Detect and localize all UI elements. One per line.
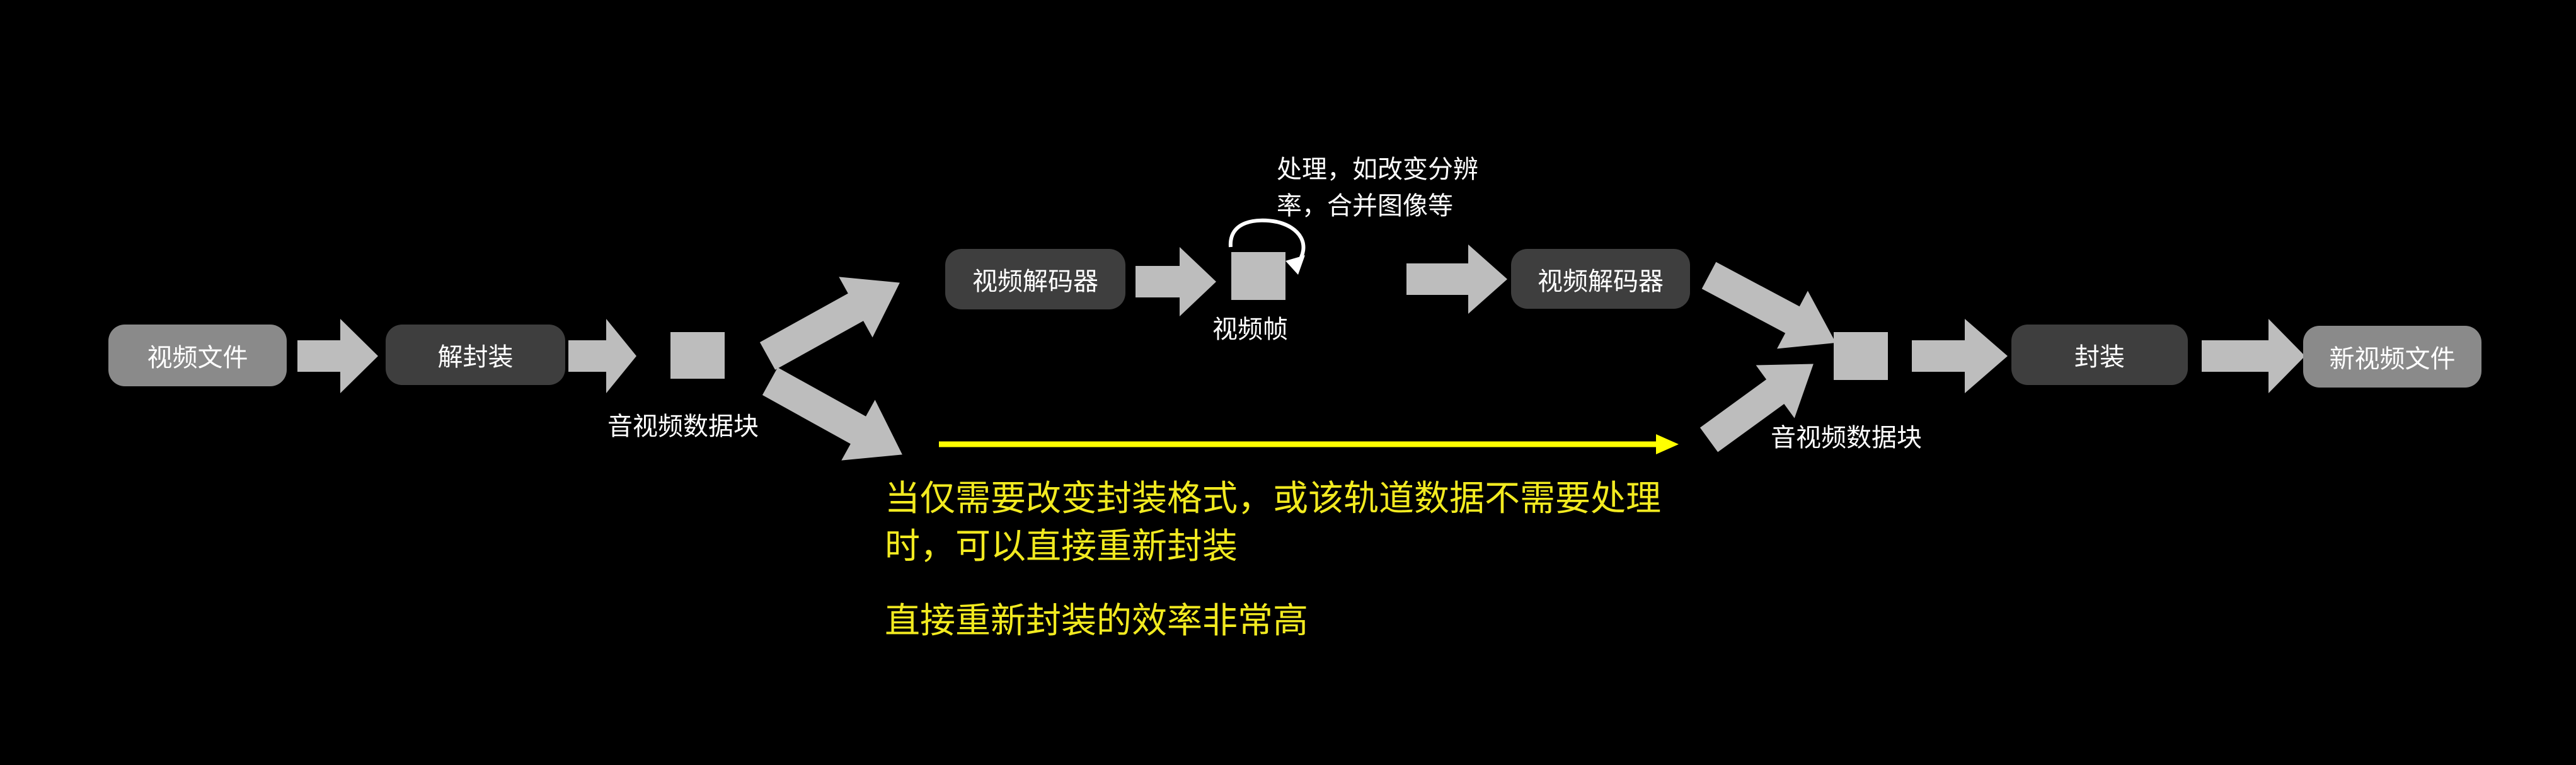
encoder-node: 视频解码器 xyxy=(1511,249,1690,309)
demux-node: 解封装 xyxy=(386,325,565,385)
arrow-encoder-to-packets xyxy=(1701,262,1836,349)
arrow-packets-to-remux xyxy=(762,367,902,461)
arrow-packets-to-decoder xyxy=(759,277,900,370)
arrow-packets-to-mux xyxy=(1912,319,2008,393)
arrow-decoder-to-frame xyxy=(1136,247,1216,316)
packet-block-left xyxy=(670,332,725,379)
packets-label-left: 音视频数据块 xyxy=(607,412,759,441)
mux-node: 封装 xyxy=(2011,325,2188,385)
packets-label-right: 音视频数据块 xyxy=(1771,423,1922,452)
output-file-node: 新视频文件 xyxy=(2303,326,2481,388)
arrow-demux-to-packets xyxy=(568,319,636,393)
shortcut-remux-arrow xyxy=(939,434,1679,454)
arrow-file-to-demux xyxy=(297,319,378,393)
processing-loop-arrow xyxy=(1228,218,1306,275)
arrow-processing-to-encoder xyxy=(1406,244,1507,314)
remux-note-line1: 当仅需要改变封装格式，或该轨道数据不需要处理 xyxy=(885,478,1661,519)
packet-block-right xyxy=(1834,332,1888,380)
arrow-remux-to-packets xyxy=(1699,364,1814,452)
source-file-node: 视频文件 xyxy=(108,325,287,386)
arrow-mux-to-output xyxy=(2202,319,2305,393)
video-frame-label: 视频帧 xyxy=(1212,315,1288,344)
processing-label-line1: 处理，如改变分辨 xyxy=(1277,155,1478,184)
remux-note-line2: 时，可以直接重新封装 xyxy=(885,526,1238,567)
video-frame-block xyxy=(1231,252,1285,300)
decoder-node: 视频解码器 xyxy=(945,249,1125,309)
efficiency-note: 直接重新封装的效率非常高 xyxy=(885,601,1308,641)
processing-label-line2: 率，合并图像等 xyxy=(1277,192,1453,221)
